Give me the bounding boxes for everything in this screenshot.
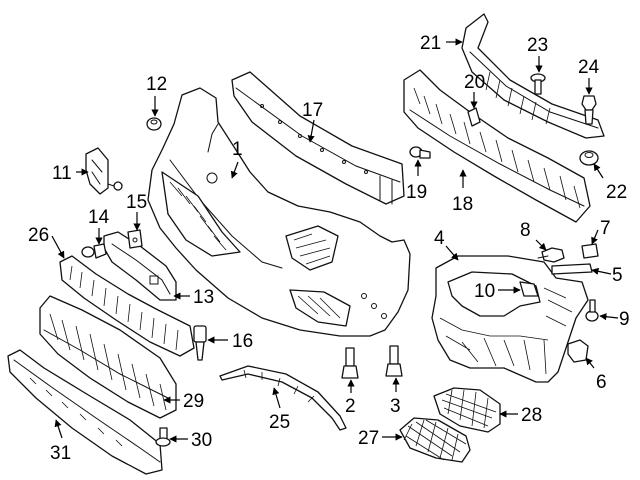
sensor-holder [193,325,207,361]
callout-11: 11 [52,163,72,184]
clip-14 [81,243,107,259]
nut-6 [567,339,589,363]
callout-10: 10 [474,281,495,302]
callout-31: 31 [50,443,71,464]
bolt-2 [341,347,359,379]
callout-9: 9 [619,309,630,330]
callout-3: 3 [390,396,401,417]
trim-strip [219,365,347,431]
grille-27 [399,417,471,463]
callout-17: 17 [302,100,323,121]
callout-1: 1 [232,139,243,160]
callout-15: 15 [126,192,147,213]
grille-28 [433,387,501,433]
energy-absorber [403,69,591,223]
callout-7: 7 [600,218,611,239]
callout-30: 30 [191,430,212,451]
callout-25: 25 [269,412,290,433]
callout-18: 18 [452,194,473,215]
grille-insert [59,255,195,357]
callout-14: 14 [88,207,110,228]
leader-lines [51,38,619,443]
pad-7 [581,243,599,259]
callout-13: 13 [193,287,214,308]
bumper-cover [147,87,411,337]
callout-20: 20 [464,72,485,93]
impact-bar [231,71,405,205]
bolt-8 [537,247,565,263]
callout-4: 4 [434,228,445,249]
callout-24: 24 [578,57,600,78]
callout-22: 22 [606,182,627,203]
strip-5 [551,263,593,275]
callout-27: 27 [358,428,379,449]
callout-8: 8 [520,220,531,241]
bolt-19 [409,146,431,159]
callout-19: 19 [406,182,427,203]
bolt-3 [385,345,403,377]
screw-9 [585,299,599,322]
front-spoiler [7,349,163,475]
callout-5: 5 [612,265,623,286]
lower-grille [39,295,177,419]
callout-6: 6 [596,372,607,393]
grille-bracket [85,147,123,195]
callout-labels: 1 2 3 4 5 6 7 8 9 10 11 12 13 14 15 16 1… [28,33,630,464]
bolt-10 [519,281,539,297]
screw-30 [155,427,171,447]
callout-23: 23 [527,35,548,56]
callout-29: 29 [183,391,204,412]
callout-28: 28 [521,405,542,426]
upper-support-strip [461,13,605,139]
callout-21: 21 [420,33,441,54]
nut-22 [579,150,599,166]
callout-16: 16 [232,331,253,352]
screw-24 [581,95,597,125]
side-bracket [431,255,589,383]
callout-26: 26 [28,225,49,246]
screw-23 [530,73,546,95]
washer-20 [467,107,481,127]
mount-plate [127,229,143,249]
callout-12: 12 [146,74,167,95]
nut-12 [146,117,162,131]
callout-2: 2 [345,396,356,417]
